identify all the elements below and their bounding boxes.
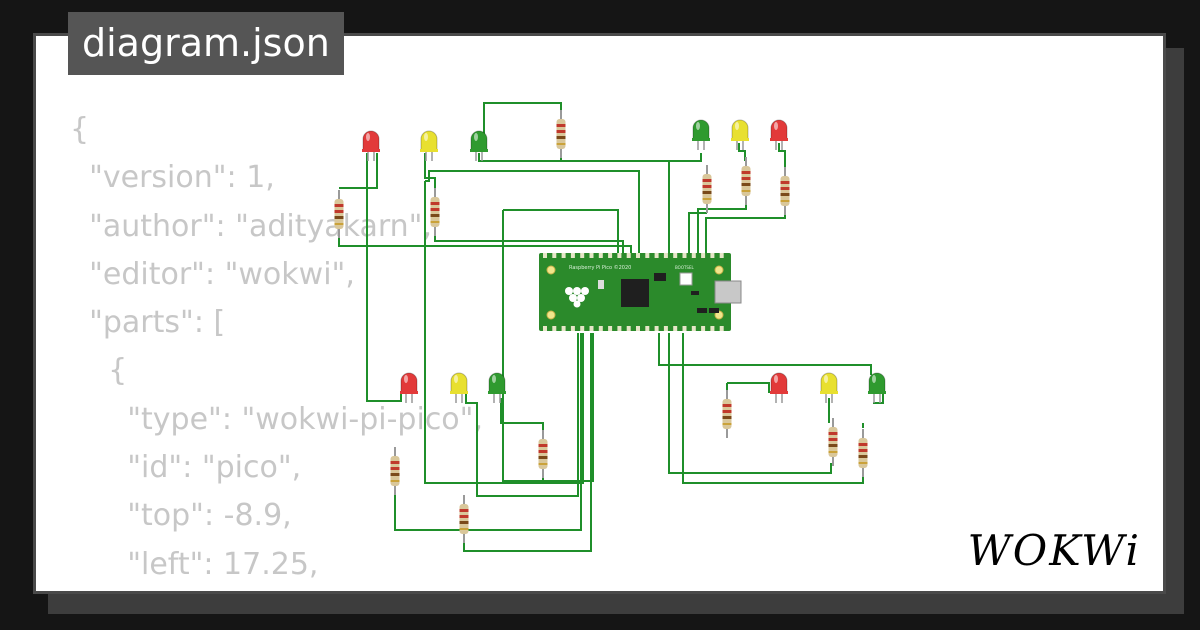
rp2040-chip (621, 279, 649, 307)
led-green-top-right (692, 119, 710, 150)
led-red-top-left (362, 130, 380, 161)
led-red-bottom-left (400, 372, 418, 403)
led-green-top-left (470, 130, 488, 161)
led-green-bottom-right (868, 372, 886, 403)
led-yellow-top-right (731, 119, 749, 150)
led-red-bottom-right (770, 372, 788, 403)
file-tab-title: diagram.json (68, 12, 344, 75)
leds (362, 119, 886, 403)
bootsel-label: BOOTSEL (675, 265, 694, 270)
led-yellow-bottom-right (820, 372, 838, 403)
wokwi-logo: WOKWi (967, 526, 1141, 575)
led-red-top-right (770, 119, 788, 150)
wires (338, 102, 884, 552)
pico-board[interactable]: Raspberry Pi Pico ©2020 BOOTSEL (539, 253, 742, 331)
raspberry-logo-icon (565, 287, 589, 308)
led-yellow-top-left (420, 130, 438, 161)
board-label: Raspberry Pi Pico ©2020 (569, 264, 631, 271)
circuit-diagram: Raspberry Pi Pico ©2020 BOOTSEL (333, 102, 886, 552)
preview-card: { "version": 1, "author": "adityakarn", … (33, 33, 1166, 594)
diagram-json-code: { "version": 1, "author": "adityakarn", … (70, 112, 483, 582)
led-yellow-bottom-left (450, 372, 468, 403)
led-green-bottom-left (488, 372, 506, 403)
usb-connector (714, 280, 742, 304)
led-indicator (598, 280, 604, 289)
bootsel-button[interactable] (679, 272, 693, 286)
